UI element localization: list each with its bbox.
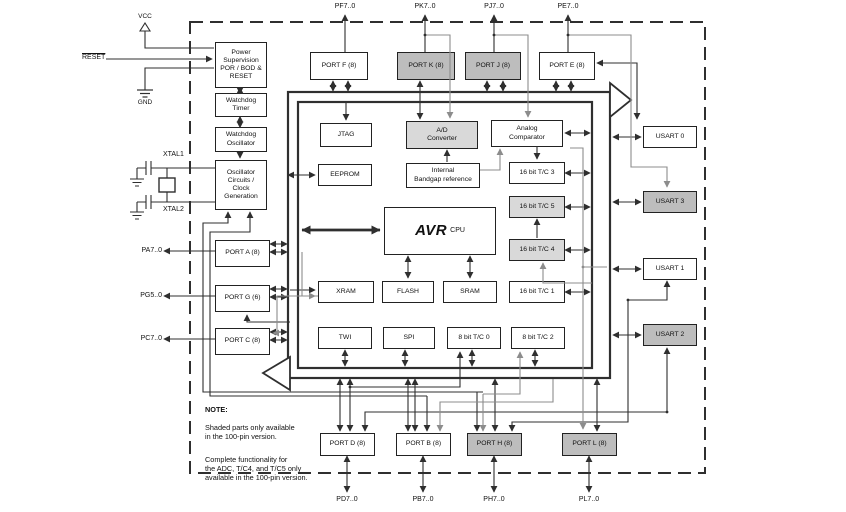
block-tc0: 8 bit T/C 0 <box>447 327 501 349</box>
pin-label-pb: PB7..0 <box>412 496 434 503</box>
block-port-k: PORT K (8) <box>397 52 455 80</box>
pin-label-ph: PH7..0 <box>483 496 505 503</box>
pin-label-gnd: GND <box>137 99 153 106</box>
block-port-g: PORT G (6) <box>215 285 270 312</box>
block-jtag: JTAG <box>320 123 372 147</box>
block-tc1: 16 bit T/C 1 <box>509 281 565 303</box>
block-port-a: PORT A (8) <box>215 240 270 267</box>
pin-label-pc: PC7..0 <box>140 335 162 342</box>
block-bandgap: Internal Bandgap reference <box>406 163 480 188</box>
pin-label-pe: PE7..0 <box>557 3 579 10</box>
block-port-h: PORT H (8) <box>467 433 522 456</box>
cpu-label: CPU <box>450 226 465 234</box>
pin-label-vcc: VCC <box>138 13 152 20</box>
note-title: NOTE: <box>205 404 228 414</box>
block-spi: SPI <box>383 327 435 349</box>
block-port-j: PORT J (8) <box>465 52 521 80</box>
block-watchdog-oscillator: Watchdog Oscillator <box>215 127 267 152</box>
pin-label-xtal2: XTAL2 <box>163 206 184 213</box>
block-usart1: USART 1 <box>643 258 697 280</box>
block-port-c: PORT C (8) <box>215 328 270 355</box>
bus-arrow-right-icon <box>609 81 633 119</box>
pin-label-xtal1: XTAL1 <box>163 151 184 158</box>
pin-label-pj: PJ7..0 <box>484 3 504 10</box>
block-usart3: USART 3 <box>643 191 697 213</box>
block-tc2: 8 bit T/C 2 <box>511 327 565 349</box>
block-usart0: USART 0 <box>643 126 697 148</box>
block-eeprom: EEPROM <box>318 164 372 186</box>
pin-label-pg: PG5..0 <box>140 292 162 299</box>
block-power-supervision: Power Supervision POR / BOD & RESET <box>215 42 267 88</box>
block-avr-cpu: AVR CPU <box>384 207 496 255</box>
pin-label-pd: PD7..0 <box>336 496 358 503</box>
pin-label-pa: PA7..0 <box>141 247 163 254</box>
avr-logo: AVR <box>415 222 448 240</box>
bus-arrow-left-icon <box>261 355 291 392</box>
block-port-l: PORT L (8) <box>562 433 617 456</box>
note-paragraph-1: Shaded parts only available in the 100-p… <box>205 422 295 441</box>
pin-label-pk: PK7..0 <box>414 3 436 10</box>
block-usart2: USART 2 <box>643 324 697 346</box>
block-sram: SRAM <box>443 281 497 303</box>
block-twi: TWI <box>318 327 372 349</box>
pin-label-pf: PF7..0 <box>334 3 356 10</box>
vcc-symbol-icon <box>139 21 151 32</box>
block-port-f: PORT F (8) <box>310 52 368 80</box>
block-port-e: PORT E (8) <box>539 52 595 80</box>
note-paragraph-2: Complete functionality for the ADC, T/C4… <box>205 455 308 483</box>
gnd-symbol-icon <box>137 89 153 98</box>
pin-label-pl: PL7..0 <box>578 496 600 503</box>
block-oscillator-circuits: Oscillator Circuits / Clock Generation <box>215 160 267 210</box>
note: NOTE: Shaded parts only available in the… <box>205 397 377 492</box>
block-watchdog-timer: Watchdog Timer <box>215 93 267 117</box>
block-tc4: 16 bit T/C 4 <box>509 239 565 261</box>
block-port-b: PORT B (8) <box>396 433 451 456</box>
pin-label-reset: RESET <box>82 54 106 61</box>
block-tc5: 16 bit T/C 5 <box>509 196 565 218</box>
block-adc: A/D Converter <box>406 121 478 149</box>
block-flash: FLASH <box>382 281 434 303</box>
block-xram: XRAM <box>318 281 374 303</box>
block-analog-comparator: Analog Comparator <box>491 120 563 147</box>
block-tc3: 16 bit T/C 3 <box>509 162 565 184</box>
